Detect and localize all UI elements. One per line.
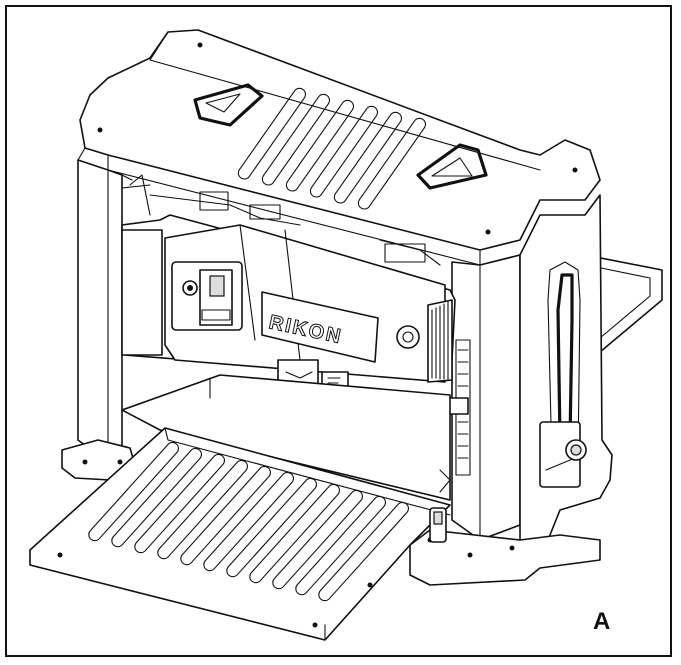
motor-vent	[427, 299, 453, 383]
brand-plate	[261, 291, 379, 363]
motor-knob	[396, 325, 420, 349]
front-extension-table	[29, 427, 451, 641]
top-cover-ribs	[237, 87, 427, 210]
base	[61, 439, 601, 586]
figure-label: A	[593, 608, 611, 635]
side-casting	[519, 194, 613, 561]
front-table-ribs	[88, 441, 409, 602]
right-column	[445, 254, 521, 541]
left-column	[77, 159, 133, 456]
